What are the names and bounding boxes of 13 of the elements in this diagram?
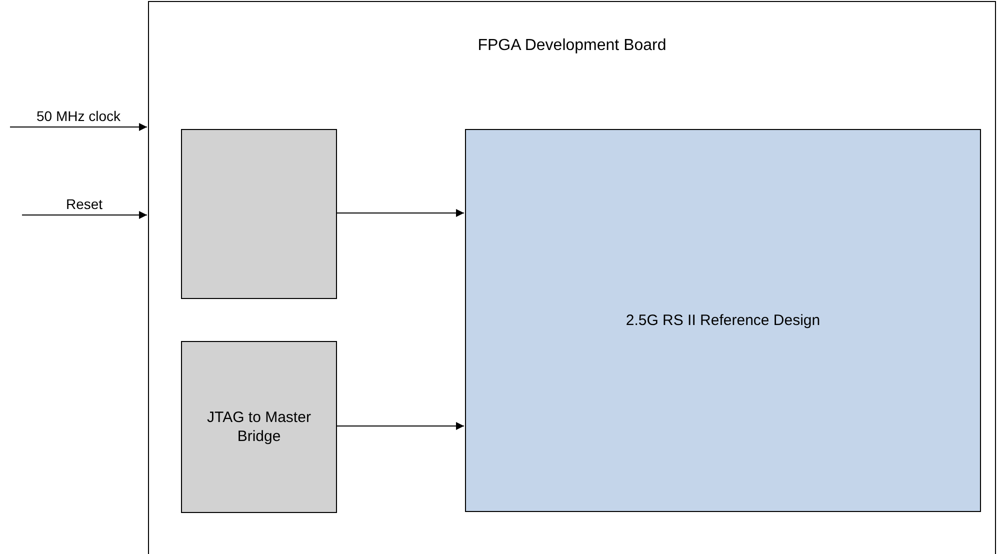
board-outline (148, 1, 996, 554)
arrow (22, 211, 148, 219)
board-title: FPGA Development Board (476, 36, 668, 56)
arrow (336, 422, 464, 430)
edge-label: Reset (65, 196, 104, 212)
module-box (181, 341, 337, 513)
block-label: JTAG to Master Bridge (206, 408, 312, 446)
arrow (10, 123, 148, 131)
module-box (181, 129, 337, 299)
block-label: 2.5G RS II Reference Design (626, 310, 820, 330)
design-block (465, 129, 981, 512)
edge-label: 50 MHz clock (36, 108, 122, 124)
arrow (336, 209, 464, 217)
